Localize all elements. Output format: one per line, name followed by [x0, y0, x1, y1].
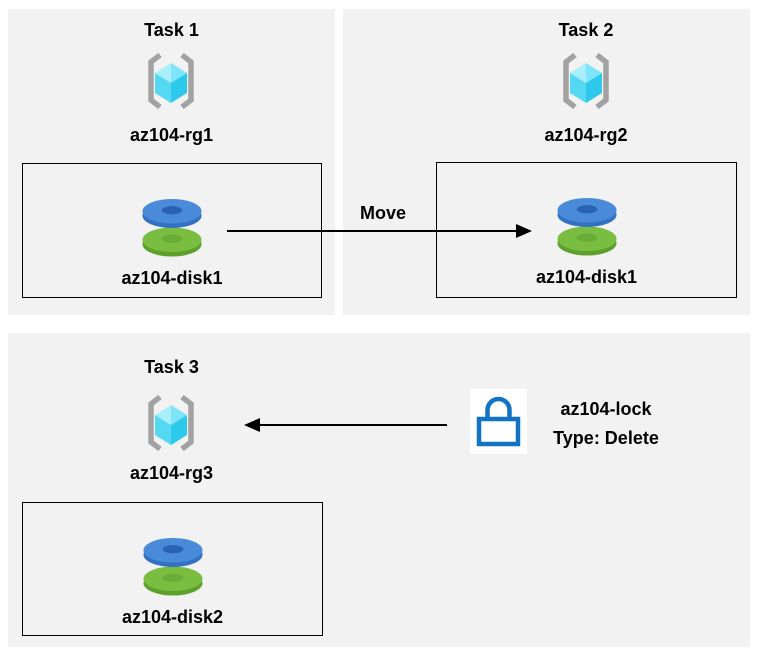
lock-arrowhead-icon [244, 418, 260, 432]
task3-title: Task 3 [144, 357, 199, 377]
task1-resource-group-label: az104-rg1 [129, 125, 214, 145]
disk-icon [142, 537, 203, 596]
task2-disk-label: az104-disk1 [535, 267, 638, 287]
task2-panel: Task 2 az104-rg2 az104-disk1 [343, 9, 750, 315]
lock-type-label: Type: Delete [553, 428, 659, 448]
task2-title: Task 2 [558, 20, 614, 40]
task3-resource-group-label: az104-rg3 [129, 463, 214, 483]
move-arrow-line [227, 230, 516, 232]
task1-panel: Task 1 az104-rg1 az104-disk1 [8, 9, 335, 315]
lock-name-label: az104-lock [560, 399, 652, 419]
resource-group-icon [143, 52, 199, 110]
task1-title: Task 1 [144, 20, 199, 40]
task2-resource-group-label: az104-rg2 [544, 125, 628, 145]
lock-icon [476, 396, 521, 447]
lock-arrow-line [260, 424, 447, 426]
move-arrow-label: Move [359, 203, 406, 223]
move-arrowhead-icon [516, 224, 532, 238]
task3-panel: Task 3 az104-rg3 az104-disk2 az104-lock … [8, 333, 750, 647]
task3-disk-label: az104-disk2 [121, 607, 224, 627]
resource-group-icon [143, 394, 199, 452]
disk-icon [556, 197, 617, 256]
lock-icon-badge [470, 389, 527, 454]
disk-icon [142, 198, 202, 257]
task1-disk-label: az104-disk1 [121, 268, 223, 288]
lock-annotation: az104-lock Type: Delete [536, 395, 676, 453]
task3-disk-box: az104-disk2 [22, 502, 323, 636]
resource-group-icon [558, 52, 614, 110]
